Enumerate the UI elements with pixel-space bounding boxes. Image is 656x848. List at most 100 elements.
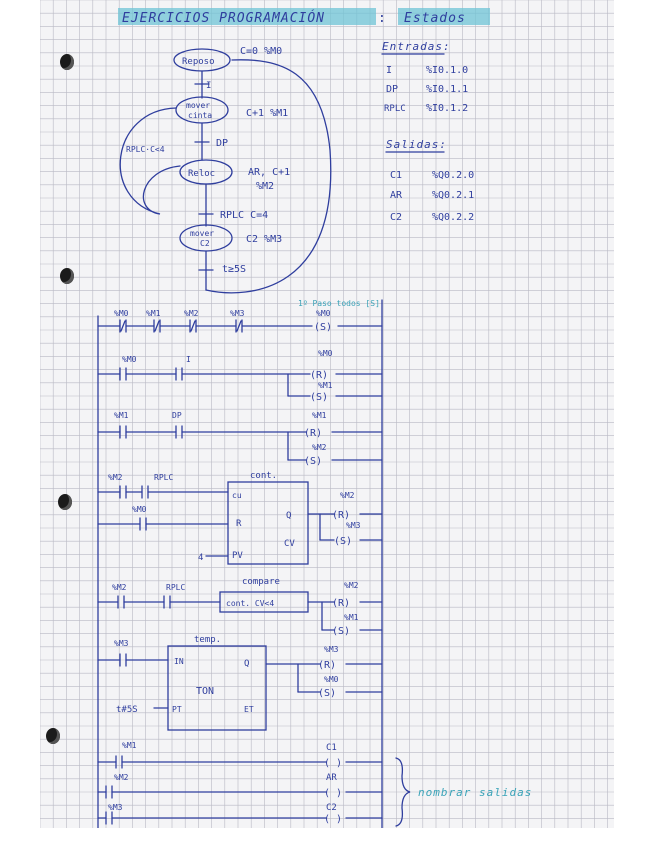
coil: ( ) [324, 758, 342, 769]
title-separator: : [378, 11, 386, 26]
coil: (S) [310, 392, 328, 403]
coil: (S) [332, 626, 350, 637]
output-rungs: %M1 C1 ( ) %M2 AR ( ) %M3 C2 ( ) nombrar… [97, 741, 532, 827]
counter-pin-cv: CV [284, 539, 295, 549]
io-table: Entradas: I %I0.1.0 DP %I0.1.1 RPLC %I0.… [381, 40, 474, 223]
counter-pin-pv: PV [232, 551, 243, 561]
timer-pin-q: Q [244, 659, 249, 669]
coil-addr: %M1 [318, 381, 333, 390]
state-reloc-note-2: %M2 [256, 181, 274, 192]
coil-addr: %M2 [344, 581, 359, 590]
timer-pin-in: IN [174, 657, 184, 666]
coil: (R) [332, 510, 350, 521]
outputs-header: Salidas: [386, 138, 447, 151]
coil: (S) [318, 688, 336, 699]
input-name: I [386, 65, 392, 76]
coil: (R) [304, 428, 322, 439]
output-addr: %Q0.2.0 [432, 170, 474, 181]
contact-label: %M2 [114, 773, 129, 782]
counter-pin-r: R [236, 519, 242, 529]
coil: (S) [304, 456, 322, 467]
loop-arrow [119, 107, 181, 215]
timer-pt-value: t#5S [116, 705, 138, 715]
rung-1: %M0 %M1 %M2 %M3 %M0 (S) [97, 309, 383, 333]
coil: (R) [332, 598, 350, 609]
output-name: C2 [390, 212, 402, 223]
contact-label: %M1 [114, 411, 129, 420]
state-mover-c2-label-1: mover [190, 229, 214, 238]
output-name: C1 [390, 170, 402, 181]
coil-addr: %M2 [312, 443, 327, 452]
counter-title: cont. [250, 471, 277, 481]
coil: ( ) [324, 814, 342, 825]
transition-rplc-c4: RPLC C=4 [220, 210, 268, 221]
ladder-diagram: 1º Paso todos [S] %M0 %M1 %M2 %M3 %M0 (S… [97, 299, 532, 828]
input-addr: %I0.1.0 [426, 65, 468, 76]
coil-addr: %M0 [324, 675, 339, 684]
transition-dp: DP [216, 138, 228, 149]
contact-label: %M3 [108, 803, 123, 812]
state-reloc-note-1: AR, C+1 [248, 167, 290, 178]
contact-label: I [186, 355, 191, 364]
rung-4: cont. cu R PV Q CV 4 %M2 RPLC %M0 %M2 (R… [97, 471, 383, 565]
output-addr: %Q0.2.2 [432, 212, 474, 223]
contact-label: %M0 [132, 505, 147, 514]
compare-expression: cont. CV<4 [226, 599, 274, 608]
contact-label: %M1 [146, 309, 161, 318]
ladder-top-note: 1º Paso todos [S] [298, 299, 380, 308]
contact-label: DP [172, 411, 182, 420]
transition-i: I [206, 81, 211, 91]
binder-hole [58, 494, 72, 510]
coil-addr: %M0 [316, 309, 331, 318]
contact-label: %M3 [230, 309, 245, 318]
contact-label: %M2 [112, 583, 127, 592]
input-name: RPLC [384, 104, 406, 114]
coil-addr: %M1 [344, 613, 359, 622]
coil-addr: %M0 [318, 349, 333, 358]
return-arrow [205, 59, 332, 294]
timer-block [167, 645, 267, 731]
output-coil-name: AR [326, 773, 337, 783]
contact-label: %M2 [184, 309, 199, 318]
input-addr: %I0.1.1 [426, 84, 468, 95]
coil: (S) [314, 322, 332, 333]
contact-label: %M0 [122, 355, 137, 364]
notebook-page: EJERCICIOS PROGRAMACIÓN : Estados Reposo… [40, 0, 614, 828]
coil-addr: %M2 [340, 491, 355, 500]
state-mover-c2-label-2: C2 [200, 239, 210, 248]
coil: ( ) [324, 788, 342, 799]
state-mover-c2-note: C2 %M3 [246, 234, 282, 245]
timer-type: TON [196, 686, 214, 697]
coil: (R) [318, 660, 336, 671]
contact-label: RPLC [154, 473, 173, 482]
output-addr: %Q0.2.1 [432, 190, 474, 201]
state-mover-cinta-note: C+1 %M1 [246, 108, 288, 119]
contact-label: %M2 [108, 473, 123, 482]
rung-5: compare cont. CV<4 %M2 RPLC %M2 (R) %M1 … [97, 577, 383, 637]
transition-t5s: t≥5S [222, 264, 246, 275]
outputs-note: nombrar salidas [418, 786, 532, 799]
coil-addr: %M3 [346, 521, 361, 530]
contact-label: %M0 [114, 309, 129, 318]
state-reloc-label: Reloc [188, 169, 215, 179]
contact-label: RPLC [166, 583, 185, 592]
title-highlight [118, 8, 376, 25]
rung-2: %M0 I %M0 (R) %M1 (S) [97, 349, 383, 403]
state-mover-cinta-label-1: mover [186, 101, 210, 110]
state-mover-cinta-label-2: cinta [188, 111, 212, 120]
output-name: AR [390, 190, 403, 201]
graph-paper-grid [40, 0, 614, 828]
timer-pin-pt: PT [172, 705, 182, 714]
state-diagram: Reposo C=0 %M0 I mover cinta C+1 %M1 DP … [119, 46, 332, 294]
counter-pin-q: Q [286, 511, 291, 521]
counter-pin-cu: cu [232, 491, 242, 500]
state-reposo-label: Reposo [182, 57, 215, 67]
state-reposo-note: C=0 %M0 [240, 46, 282, 57]
page-title: EJERCICIOS PROGRAMACIÓN [122, 10, 325, 26]
coil: (S) [334, 536, 352, 547]
output-coil-name: C1 [326, 743, 337, 753]
tag-highlight [398, 8, 490, 25]
timer-pin-et: ET [244, 705, 254, 714]
binder-hole [60, 54, 74, 70]
inputs-header: Entradas: [382, 40, 451, 53]
